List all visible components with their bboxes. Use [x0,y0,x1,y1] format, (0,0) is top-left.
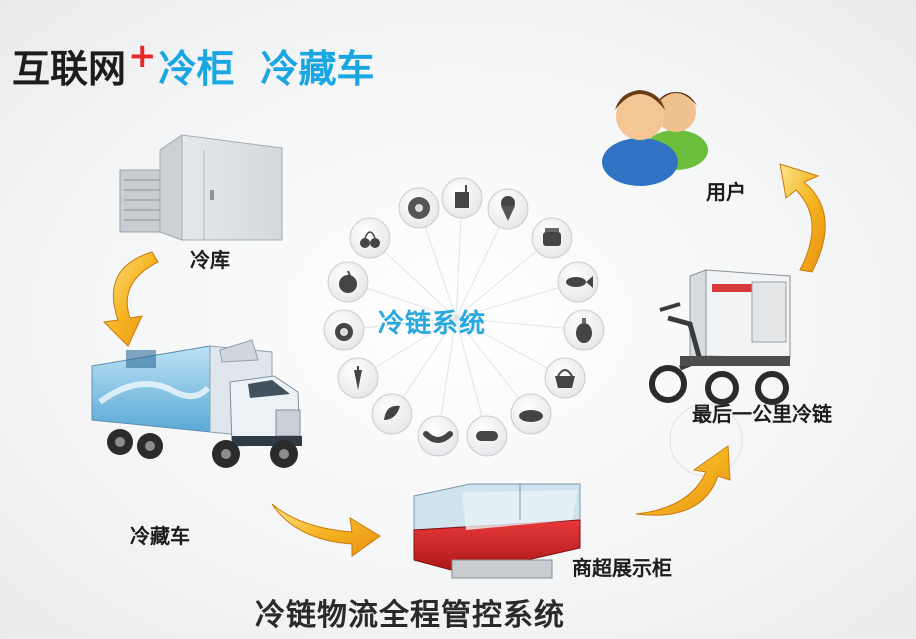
title-plus: + [128,36,157,76]
eggplant-icon [371,393,413,435]
kiwi-icon [398,187,440,229]
label-cold-storage: 冷库 [190,248,230,272]
title-internet: 互联网 [12,46,127,91]
arrow-truck-to-cabinet-icon [271,503,381,557]
pill-icon [466,415,508,457]
cold-storage-icon [119,134,283,241]
bottom-title: 冷链物流全程管控系统 [255,598,565,633]
label-last-mile: 最后一公里冷链 [692,402,832,426]
center-label: 冷链系统 [378,309,487,339]
cherry-icon [349,217,391,259]
drink-icon [441,177,483,219]
meat-icon [563,309,605,351]
title-truck: 冷藏车 [260,46,375,91]
ice-cream-icon [487,188,529,230]
bread-icon [510,393,552,435]
label-display-cabinet: 商超展示柜 [572,556,672,580]
refrigerated-truck-icon [91,339,302,468]
page-title: 互联网 + 冷柜 冷藏车 [12,36,375,91]
food-icons-ring [323,177,605,457]
coconut-icon [323,309,365,351]
users-icon [602,90,708,186]
jar-icon [531,217,573,259]
title-fridge: 冷柜 [158,46,235,91]
carrot-icon [337,357,379,399]
arrow-tricycle-to-user-icon [779,163,826,273]
apple-icon [327,261,369,303]
sausage-icon [417,415,459,457]
display-cabinet-icon [413,483,581,579]
fish-icon [557,261,599,303]
label-user: 用户 [706,180,746,204]
tricycle-icon [649,269,791,405]
arrow-storage-to-truck-icon [102,251,159,347]
flow-arrows [102,163,826,557]
basket-icon [544,357,586,399]
arrow-cabinet-to-tricycle-icon [635,445,731,516]
label-refrigerated-truck: 冷藏车 [130,524,190,548]
